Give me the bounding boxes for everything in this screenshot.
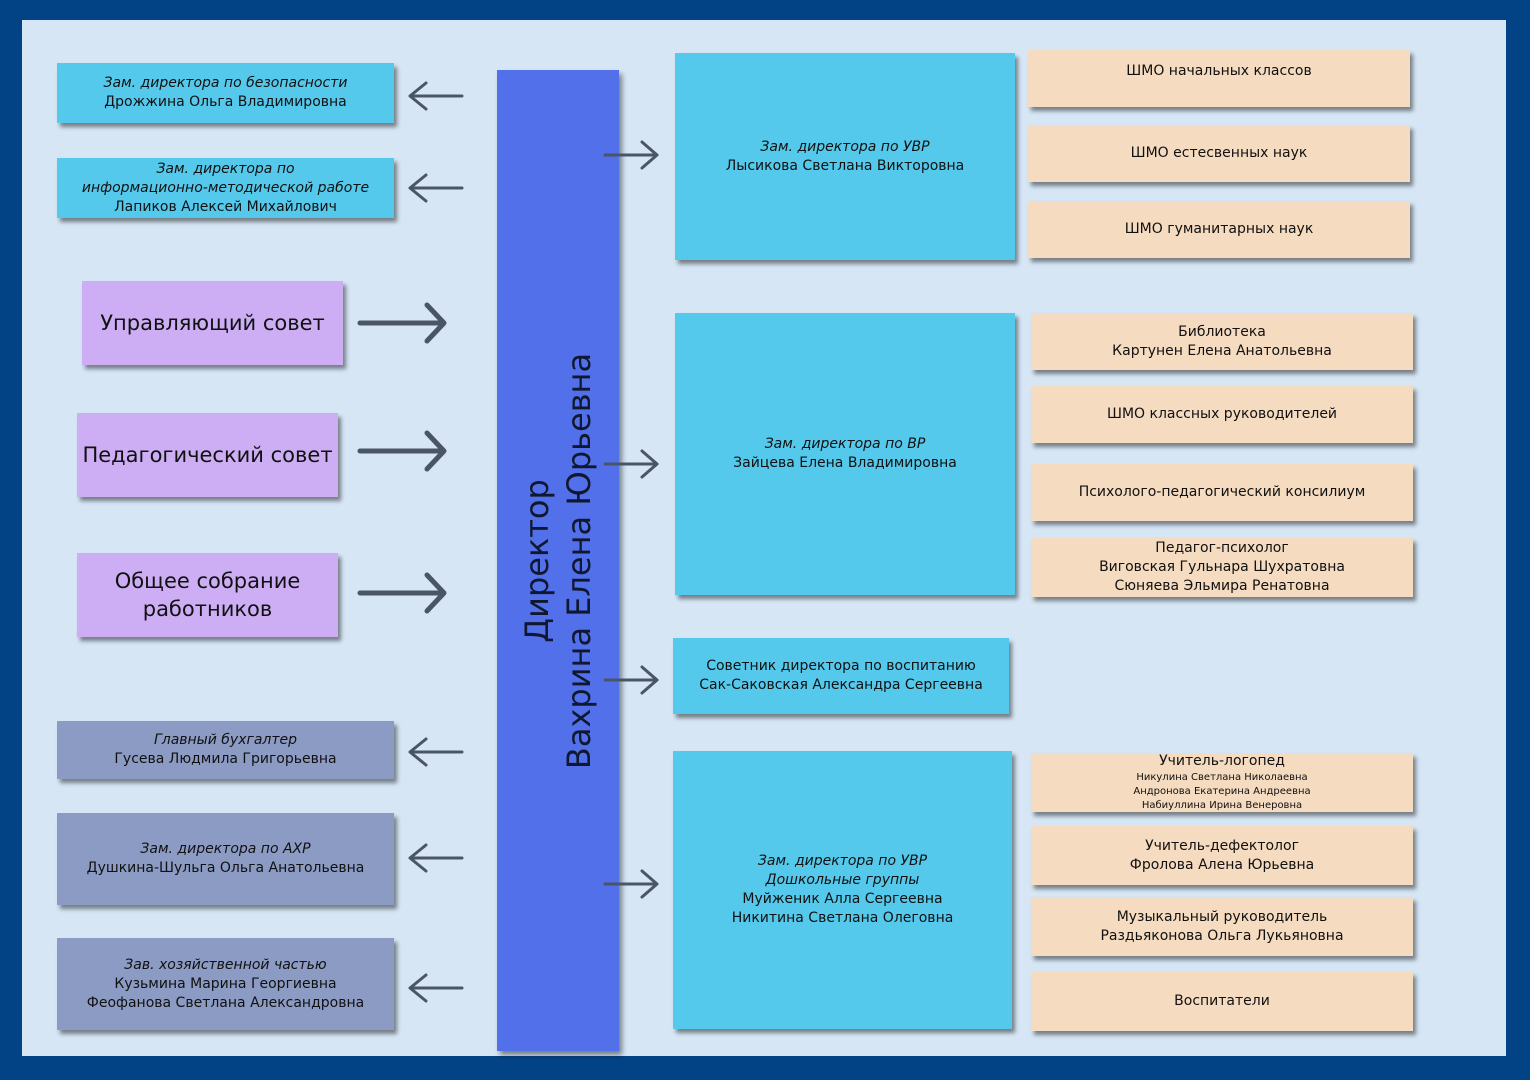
governing-council-box: Управляющий совет	[82, 281, 343, 365]
music-director-name: Раздьяконова Ольга Лукьяновна	[1100, 927, 1344, 944]
educators-label: Воспитатели	[1174, 993, 1270, 1009]
household-head-box: Зав. хозяйственной частью Кузьмина Марин…	[57, 938, 394, 1030]
deputy-axr-role: Зам. директора по АХР	[140, 841, 311, 857]
library-title: Библиотека	[1178, 323, 1266, 340]
arrow-to-preschool	[603, 869, 659, 899]
speech-therapist-name-3: Набиуллина Ирина Венеровна	[1141, 800, 1303, 811]
shmo-science-box: ШМО естесвенных наук	[1028, 125, 1410, 182]
arrow-to-accountant	[408, 737, 464, 767]
advisor-role: Советник директора по воспитанию	[706, 658, 976, 674]
deputy-methodical-role-1: Зам. директора по	[156, 160, 295, 177]
deputy-preschool-role-2: Дошкольные группы	[765, 872, 920, 888]
shmo-primary-label: ШМО начальных классов	[1126, 63, 1312, 79]
advisor-box: Советник директора по воспитанию Сак-Сак…	[673, 638, 1009, 714]
general-meeting-label-2: работников	[142, 597, 273, 621]
household-head-role: Зав. хозяйственной частью	[124, 956, 327, 973]
chief-accountant-role: Главный бухгалтер	[153, 732, 298, 748]
psychologist-box: Педагог-психолог Виговская Гульнара Шухр…	[1031, 538, 1413, 597]
deputy-uvr-role: Зам. директора по УВР	[760, 138, 930, 155]
deputy-preschool-name-2: Никитина Светлана Олеговна	[731, 910, 954, 926]
speech-therapist-name-1: Никулина Светлана Николаевна	[1136, 772, 1308, 783]
deputy-security-role: Зам. директора по безопасности	[103, 75, 348, 91]
psychologist-name-1: Виговская Гульнара Шухратовна	[1099, 559, 1345, 575]
defectologist-name: Фролова Алена Юрьевна	[1129, 856, 1315, 873]
director-box: Директор Вахрина Елена Юрьевна	[497, 70, 619, 1051]
deputy-preschool-name-1: Муйженик Алла Сергеевна	[742, 891, 943, 907]
arrow-to-uvr	[603, 140, 659, 170]
library-name: Картунен Елена Анатольевна	[1112, 342, 1332, 359]
arrow-to-axr	[408, 843, 464, 873]
arrow-to-advisor	[603, 665, 659, 695]
deputy-methodical-box: Зам. директора по информационно-методиче…	[57, 158, 394, 218]
arrow-from-general-meeting	[357, 572, 447, 614]
shmo-primary-box: ШМО начальных классов	[1028, 50, 1410, 107]
general-meeting-box: Общее собрание работников	[77, 553, 338, 637]
psychologist-name-2: Сюняева Эльмира Ренатовна	[1114, 578, 1330, 594]
governing-council-label: Управляющий совет	[100, 311, 325, 335]
deputy-uvr-box: Зам. директора по УВР Лысикова Светлана …	[675, 53, 1015, 260]
deputy-preschool-role-1: Зам. директора по УВР	[757, 853, 928, 869]
org-chart: Директор Вахрина Елена Юрьевна Зам. дире…	[22, 20, 1506, 1056]
advisor-name: Сак-Саковская Александра Сергеевна	[699, 677, 983, 693]
deputy-methodical-name: Лапиков Алексей Михайлович	[114, 198, 337, 215]
speech-therapist-box: Учитель-логопед Никулина Светлана Никола…	[1031, 753, 1413, 812]
deputy-axr-box: Зам. директора по АХР Душкина-Шульга Оль…	[57, 813, 394, 905]
educators-box: Воспитатели	[1031, 972, 1413, 1031]
pedagogical-council-label: Педагогический совет	[82, 443, 333, 467]
deputy-axr-name: Душкина-Шульга Ольга Анатольевна	[86, 860, 365, 876]
household-head-name-1: Кузьмина Марина Георгиевна	[114, 975, 337, 992]
library-box: Библиотека Картунен Елена Анатольевна	[1031, 313, 1413, 370]
consilium-box: Психолого-педагогический консилиум	[1031, 464, 1413, 521]
shmo-humanities-box: ШМО гуманитарных наук	[1028, 201, 1410, 258]
arrow-from-pedagogical-council	[357, 430, 447, 472]
shmo-class-label: ШМО классных руководителей	[1106, 406, 1338, 422]
consilium-label: Психолого-педагогический консилиум	[1078, 484, 1366, 500]
arrow-from-governing-council	[357, 302, 447, 344]
shmo-humanities-label: ШМО гуманитарных наук	[1124, 221, 1314, 237]
shmo-science-label: ШМО естесвенных наук	[1130, 145, 1308, 161]
music-director-box: Музыкальный руководитель Раздьяконова Ол…	[1031, 897, 1413, 956]
deputy-preschool-box: Зам. директора по УВР Дошкольные группы …	[673, 751, 1012, 1029]
speech-therapist-title: Учитель-логопед	[1159, 753, 1285, 769]
pedagogical-council-box: Педагогический совет	[77, 413, 338, 497]
deputy-vr-box: Зам. директора по ВР Зайцева Елена Влади…	[675, 313, 1015, 595]
arrow-to-methodical	[408, 173, 464, 203]
household-head-name-2: Феофанова Светлана Александровна	[86, 994, 365, 1011]
deputy-security-name: Дрожжина Ольга Владимировна	[104, 94, 347, 110]
chief-accountant-box: Главный бухгалтер Гусева Людмила Григорь…	[57, 721, 394, 779]
defectologist-box: Учитель-дефектолог Фролова Алена Юрьевна	[1031, 826, 1413, 885]
general-meeting-label-1: Общее собрание	[114, 569, 301, 593]
psychologist-title: Педагог-психолог	[1155, 540, 1289, 556]
defectologist-title: Учитель-дефектолог	[1145, 837, 1299, 854]
deputy-methodical-role-2: информационно-методической работе	[81, 179, 370, 196]
music-director-title: Музыкальный руководитель	[1116, 908, 1328, 925]
chief-accountant-name: Гусева Людмила Григорьевна	[114, 751, 337, 767]
arrow-to-household	[408, 973, 464, 1003]
arrow-to-security	[408, 81, 464, 111]
speech-therapist-name-2: Андронова Екатерина Андреевна	[1133, 786, 1311, 797]
deputy-security-box: Зам. директора по безопасности Дрожжина …	[57, 63, 394, 123]
arrows-layer	[357, 81, 659, 1003]
deputy-vr-role: Зам. директора по ВР	[764, 436, 926, 452]
deputy-uvr-name: Лысикова Светлана Викторовна	[725, 157, 965, 174]
shmo-class-box: ШМО классных руководителей	[1031, 386, 1413, 443]
deputy-vr-name: Зайцева Елена Владимировна	[733, 455, 957, 471]
arrow-to-vr	[603, 449, 659, 479]
